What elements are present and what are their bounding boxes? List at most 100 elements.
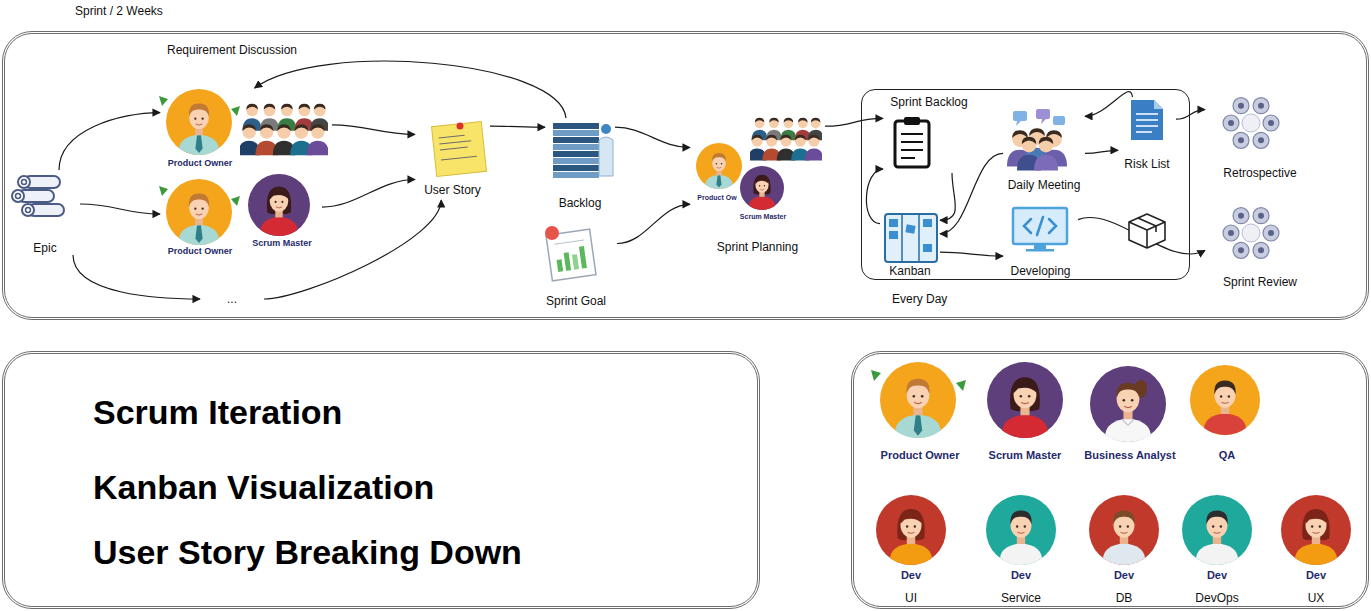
sprint-planning-picture — [696, 118, 824, 210]
caption: QA — [1188, 448, 1266, 462]
caption-slot: Risk List — [1116, 157, 1178, 171]
caption: Product Owner — [158, 245, 242, 258]
clipboard-icon — [901, 141, 923, 143]
sprint-goal-icon — [557, 259, 564, 272]
caption: Daily Meeting — [1001, 178, 1087, 192]
caption: Dev — [1272, 568, 1360, 582]
artifact-node: Sprint Goal — [535, 222, 617, 308]
risk-document-icon — [1131, 100, 1163, 140]
caption-slot: Sprint Planning — [688, 240, 827, 254]
product-owner-avatar — [159, 186, 168, 196]
caption: DevOps — [1173, 590, 1261, 606]
caption: Scrum Master — [240, 237, 324, 250]
risk-document-icon — [1154, 100, 1163, 109]
role-node: DevDevOps — [1175, 492, 1259, 606]
topic-heading: Scrum Iteration — [93, 392, 342, 432]
risk-document-icon — [1136, 114, 1158, 132]
role-node: DevUI — [869, 492, 953, 606]
product-owner-avatar — [166, 89, 232, 155]
kanban-board-icon — [923, 244, 932, 252]
event-node: Sprint Review — [1205, 203, 1315, 289]
caption-slot: Daily Meeting — [1001, 178, 1087, 192]
backlog-icon — [553, 172, 599, 178]
topic-heading: User Story Breaking Down — [93, 532, 522, 572]
caption: Dev — [1080, 568, 1168, 582]
caption-slot: Kanban — [878, 264, 942, 278]
backlog-icon — [553, 144, 599, 150]
avatar-label: Product Ow — [697, 193, 736, 203]
text-slot: User Story Breaking Down — [93, 532, 522, 572]
panel-heading: Sprint / 2 Weeks — [75, 4, 163, 18]
role-avatar — [1182, 495, 1252, 565]
team-panel: Product Owner Scrum MasterBusiness Analys… — [851, 351, 1369, 609]
role-avatar — [1089, 495, 1159, 565]
sprint-goal-icon — [554, 240, 584, 244]
role-avatar — [986, 495, 1056, 565]
caption-slot: DevUI — [867, 568, 955, 606]
sprint-panel: Sprint / 2 WeeksEpicProduct OwnerProduct… — [2, 31, 1369, 320]
caption-slot: DevDevOps — [1173, 568, 1261, 606]
sprint-planning-picture — [740, 166, 784, 210]
caption-slot: Business Analyst — [1077, 448, 1183, 462]
sprint-review-icon — [1223, 208, 1279, 259]
clipboard-icon — [901, 134, 923, 158]
role-avatar — [1090, 366, 1166, 442]
caption: UX — [1272, 590, 1360, 606]
backlog-icon — [599, 137, 613, 176]
kanban-board-icon — [889, 219, 898, 227]
package-icon — [1129, 214, 1165, 248]
text-slot: Scrum Iteration — [93, 392, 342, 432]
flow-arrow — [940, 173, 955, 220]
sticky-note-icon — [432, 122, 487, 177]
package-icon — [1129, 214, 1165, 248]
product-owner-avatar — [231, 196, 240, 206]
caption-slot: DevUX — [1272, 568, 1360, 606]
backlog-icon — [553, 158, 599, 164]
scrum-master-avatar — [248, 174, 310, 236]
caption: Epic — [8, 241, 82, 255]
code-monitor-icon — [1034, 244, 1046, 249]
ellipsis-node: ... — [200, 288, 264, 310]
epic-icon — [22, 204, 34, 216]
sprint-goal-icon — [572, 254, 579, 270]
flow-arrow — [615, 127, 690, 147]
risk-document-icon — [1136, 113, 1158, 115]
clipboard-icon — [901, 157, 915, 159]
epic-icon — [12, 176, 64, 216]
daily-region: Every DaySprint BacklogDaily MeetingRisk… — [861, 89, 1190, 280]
caption: Sprint Planning — [688, 240, 827, 254]
text-slot: Kanban Visualization — [93, 467, 434, 507]
flow-arrow — [59, 113, 160, 170]
caption: Backlog — [543, 196, 617, 210]
caption: Product Owner — [868, 448, 972, 462]
role-avatar — [871, 362, 1351, 565]
backlog-icon — [553, 151, 599, 157]
epic-node: Epic — [10, 170, 80, 255]
caption-slot: Epic — [8, 241, 82, 255]
epic-icon — [18, 176, 30, 188]
flow-arrow — [1085, 150, 1118, 153]
role-node: QA — [1190, 358, 1264, 462]
caption-slot: User Story — [413, 183, 492, 197]
product-owner-avatar — [159, 179, 240, 245]
caption: Service — [977, 590, 1065, 606]
sprint-goal-icon — [579, 246, 587, 268]
meeting-icon — [1007, 109, 1067, 170]
caption-slot: Product Owner — [158, 245, 242, 258]
product-owner-avatar — [231, 106, 240, 116]
role-node: Product Owner — [870, 358, 970, 462]
risk-document-icon — [1136, 125, 1158, 127]
event-node: Retrospective — [1205, 92, 1315, 180]
caption-slot: Sprint / 2 Weeks — [75, 4, 163, 18]
caption: Retrospective — [1203, 166, 1317, 180]
backlog-icon — [601, 124, 611, 134]
meeting-icon — [1053, 116, 1065, 125]
risk-document-icon — [1136, 131, 1152, 133]
caption-slot: Scrum Master — [240, 237, 324, 250]
caption-slot: ... — [198, 288, 266, 310]
role-node: Scrum Master — [242, 172, 322, 250]
role-node: Scrum Master — [979, 358, 1071, 462]
artifact-node: Sprint Backlog — [883, 95, 975, 173]
